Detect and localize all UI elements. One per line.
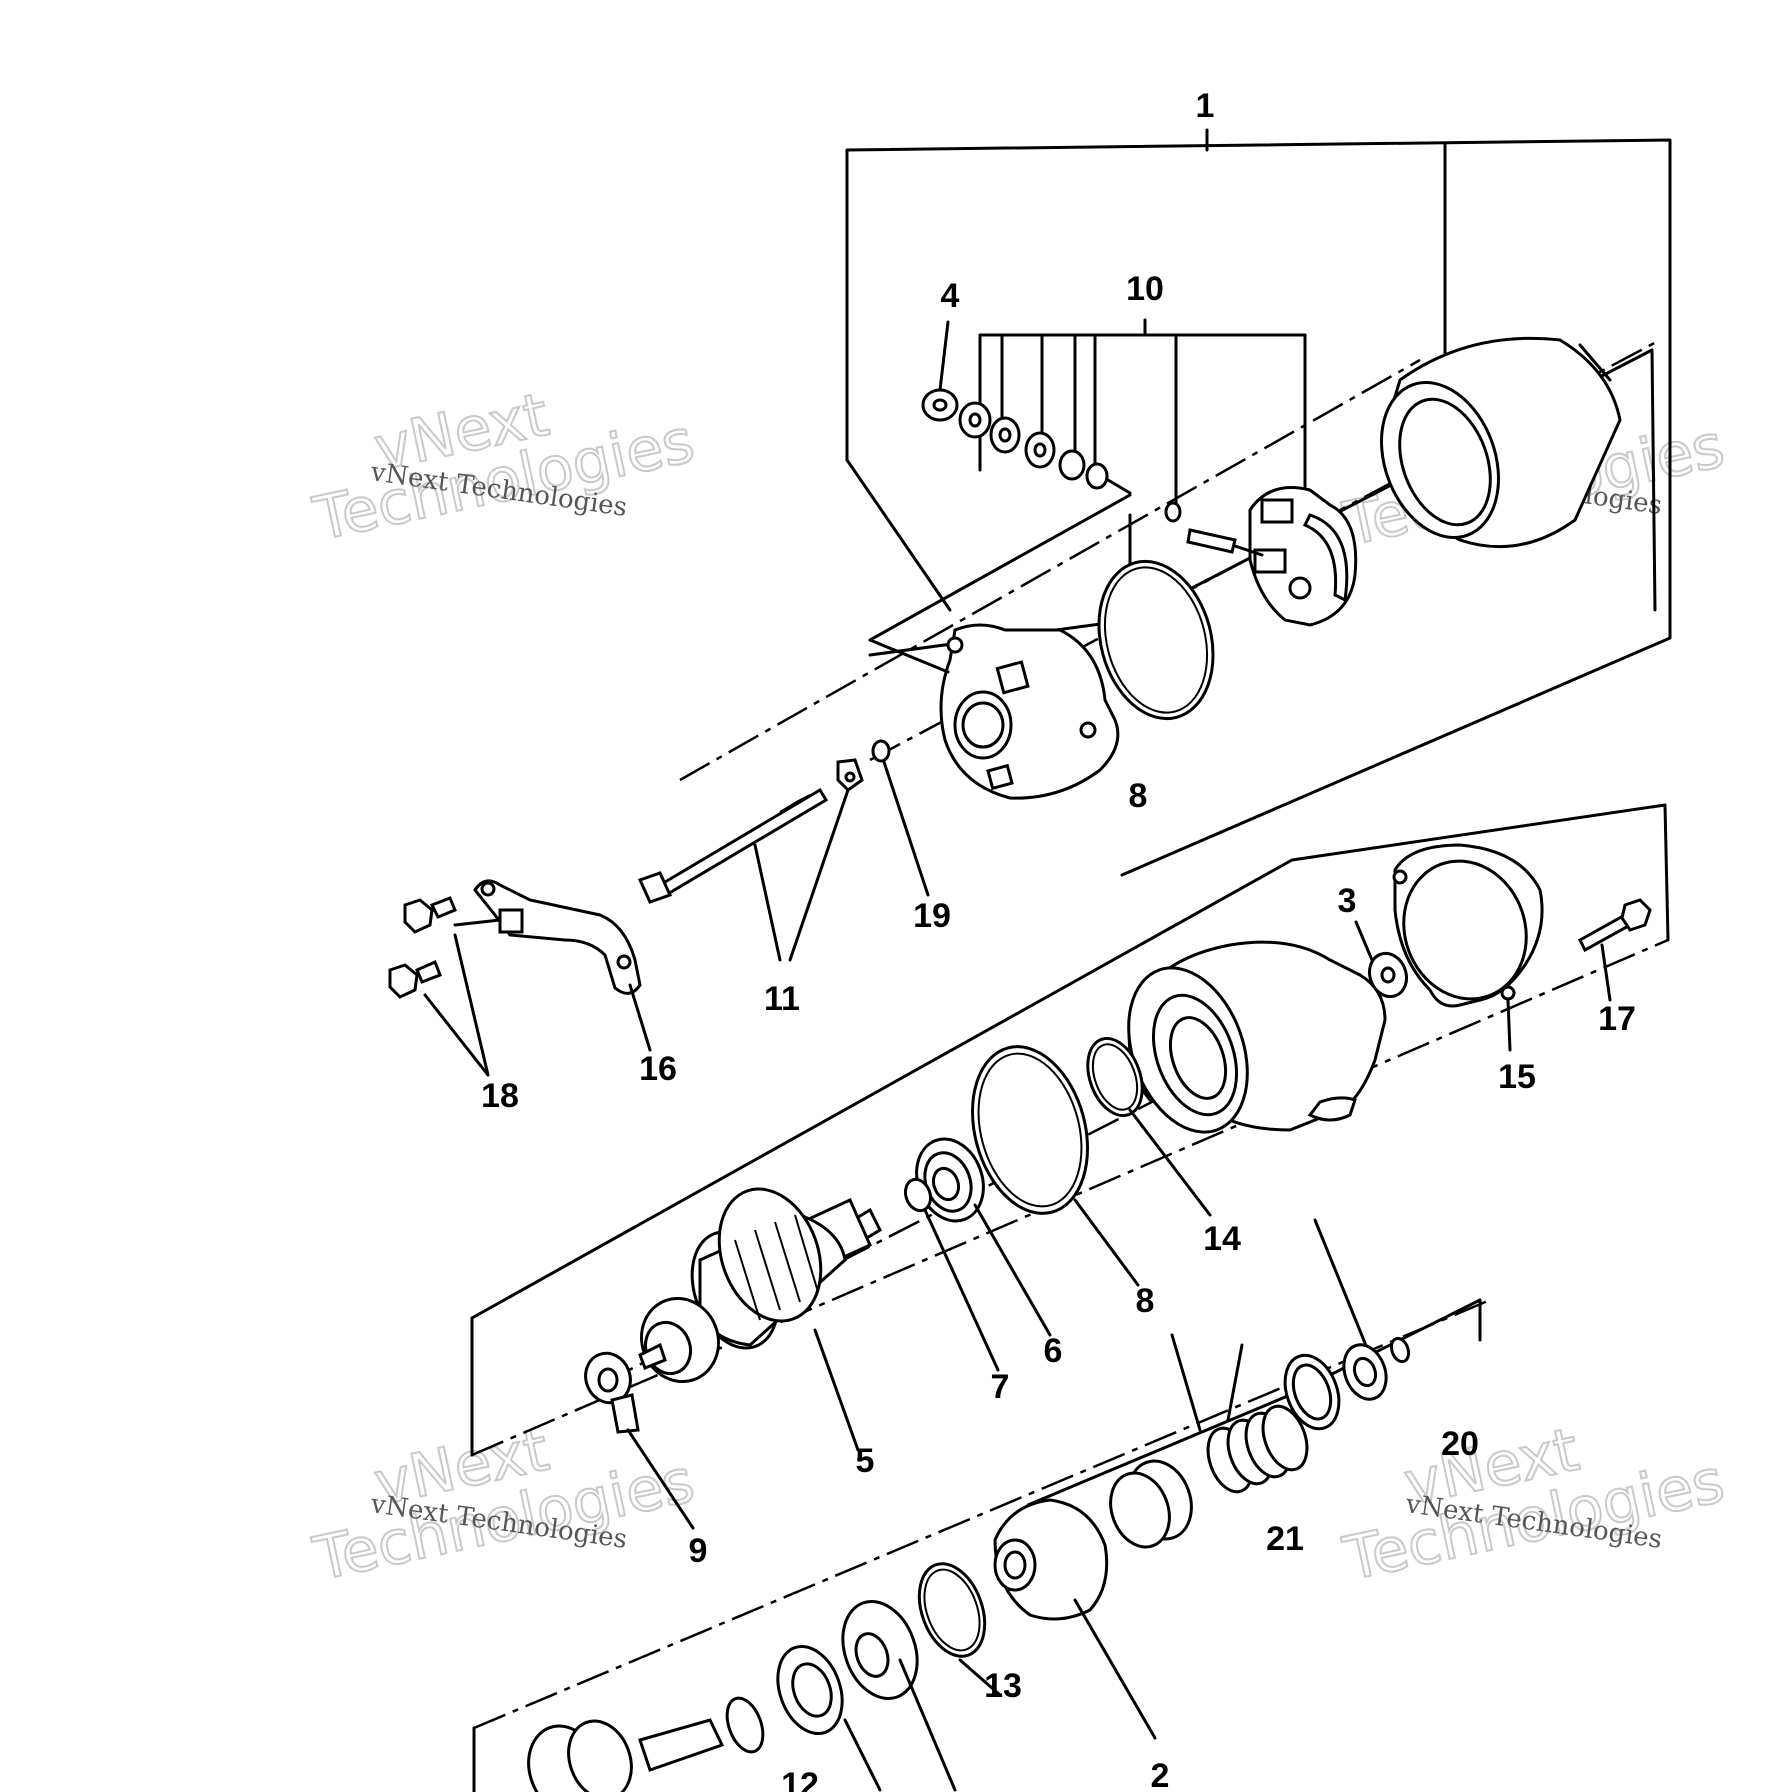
washer-4 bbox=[921, 388, 959, 422]
washer-stack bbox=[921, 388, 1132, 495]
watermark-bottom-right: vNext Technologies vNext Technologies bbox=[1337, 1414, 1732, 1596]
watermark-top-left: vNext Technologies vNext Technologies bbox=[307, 379, 702, 556]
washer-3 bbox=[1354, 920, 1409, 999]
callout-6: 6 bbox=[1044, 1332, 1063, 1370]
callout-8-lower: 8 bbox=[1136, 1282, 1155, 1320]
bolt-17 bbox=[1578, 898, 1652, 1002]
split-collar bbox=[841, 1600, 919, 1700]
callout-20: 20 bbox=[1441, 1425, 1479, 1463]
callout-labels: 1 2 3 4 5 6 7 8 8 9 10 11 12 13 14 15 16… bbox=[481, 87, 1636, 1792]
thrust-washer bbox=[776, 1644, 844, 1736]
leaders-bottom bbox=[843, 1658, 1002, 1792]
callout-13: 13 bbox=[984, 1667, 1022, 1705]
bracket-part-1 bbox=[845, 128, 1672, 877]
bracket-16 bbox=[473, 879, 652, 1052]
gasket-15 bbox=[1392, 843, 1544, 1052]
washer-a bbox=[958, 401, 992, 439]
callout-2: 2 bbox=[1151, 1757, 1170, 1792]
washer-e bbox=[1085, 462, 1109, 490]
pinion-shaft bbox=[527, 1718, 725, 1792]
callout-12: 12 bbox=[781, 1766, 819, 1792]
clutch-gear-2 bbox=[993, 1498, 1157, 1740]
callout-7: 7 bbox=[991, 1368, 1010, 1406]
callout-18: 18 bbox=[481, 1077, 519, 1115]
ring-13 bbox=[917, 1562, 987, 1658]
washer-20-area bbox=[1342, 1336, 1411, 1401]
o-ring-8-upper bbox=[1097, 559, 1215, 721]
bushing-9 bbox=[584, 1351, 695, 1530]
washer-c bbox=[1024, 431, 1056, 469]
callout-8-upper: 8 bbox=[1129, 777, 1148, 815]
rear-cover bbox=[868, 623, 1120, 800]
sleeve bbox=[1109, 1459, 1193, 1549]
collar bbox=[1283, 1353, 1341, 1431]
o-ring-8-lower bbox=[970, 1045, 1140, 1287]
callout-19: 19 bbox=[913, 897, 951, 935]
callout-16: 16 bbox=[639, 1050, 677, 1088]
spring-21 bbox=[1206, 1404, 1309, 1494]
snap-ring-12 bbox=[725, 1696, 765, 1754]
bearing-6 bbox=[915, 1137, 1052, 1337]
ring-19 bbox=[871, 739, 891, 763]
yoke-cover bbox=[1380, 336, 1622, 549]
callout-5: 5 bbox=[856, 1442, 875, 1480]
ring-7 bbox=[903, 1177, 1000, 1372]
armature-5 bbox=[638, 1187, 882, 1452]
callout-3: 3 bbox=[1338, 882, 1357, 920]
callout-9: 9 bbox=[689, 1532, 708, 1570]
callout-14: 14 bbox=[1203, 1220, 1241, 1258]
watermark-bottom-left: vNext Technologies vNext Technologies bbox=[307, 1414, 702, 1596]
callout-10: 10 bbox=[1126, 270, 1164, 308]
callout-1: 1 bbox=[1196, 87, 1215, 125]
front-housing bbox=[1127, 940, 1387, 1134]
callout-17: 17 bbox=[1598, 1000, 1636, 1038]
washer-b bbox=[989, 416, 1021, 454]
brush-holder bbox=[1164, 486, 1358, 627]
o-ring-14 bbox=[1086, 1036, 1212, 1217]
leaders-11-19 bbox=[753, 760, 930, 962]
bolts-18 bbox=[388, 896, 502, 1077]
callout-15: 15 bbox=[1498, 1058, 1536, 1096]
washer-11 bbox=[836, 758, 864, 792]
washer-d bbox=[1058, 449, 1086, 481]
callout-21: 21 bbox=[1266, 1520, 1304, 1558]
callout-4: 4 bbox=[941, 277, 960, 315]
through-bolt-11 bbox=[637, 787, 829, 904]
callout-11: 11 bbox=[764, 980, 800, 1018]
